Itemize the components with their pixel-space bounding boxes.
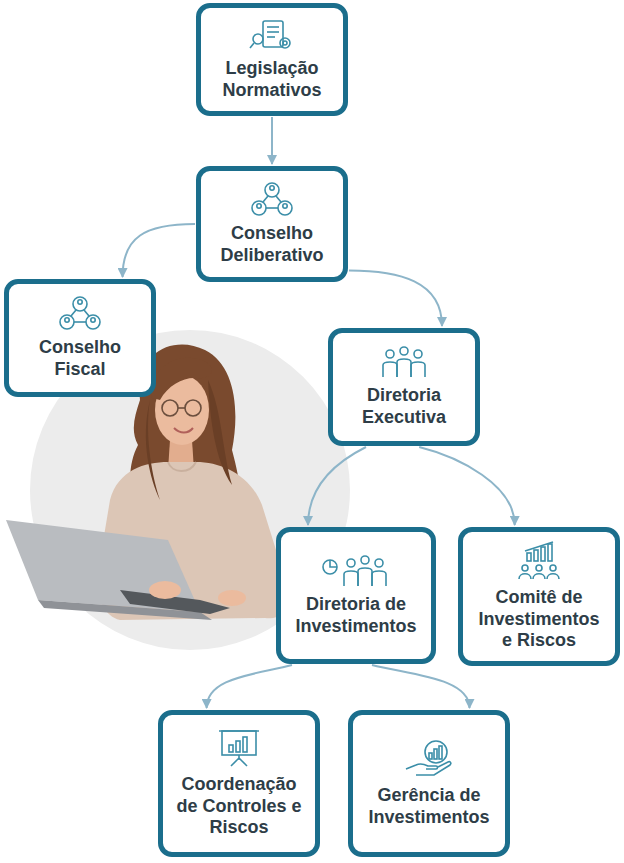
org-box: Conselho Fiscal (4, 279, 156, 397)
council-icon (250, 181, 294, 217)
org-box: Legislação Normativos (196, 3, 348, 116)
connector-arrow (308, 447, 366, 525)
presentation-icon (216, 728, 262, 768)
connector-arrow (349, 270, 442, 326)
connector-arrow (271, 117, 273, 164)
connector-arrow (372, 665, 470, 708)
document-icon (247, 18, 297, 52)
box-label: Gerência de Investimentos (363, 785, 495, 828)
connector-arrow (207, 665, 292, 708)
committee-icon (515, 541, 563, 581)
box-label: Diretoria de Investimentos (291, 594, 421, 637)
box-label: Conselho Deliberativo (211, 223, 333, 266)
org-box: Conselho Deliberativo (196, 166, 348, 282)
team-icon (380, 345, 428, 379)
connector-arrow (123, 224, 195, 277)
org-box: Gerência de Investimentos (348, 710, 510, 857)
box-label: Conselho Fiscal (19, 337, 141, 380)
org-box: Coordenação de Controles e Riscos (158, 710, 320, 857)
council-icon (58, 295, 102, 331)
connector-arrow (419, 447, 515, 525)
org-box: Diretoria de Investimentos (276, 527, 436, 664)
box-label: Coordenação de Controles e Riscos (173, 774, 305, 839)
box-label: Legislação Normativos (211, 58, 333, 101)
org-box: Diretoria Executiva (328, 328, 480, 446)
box-label: Comitê de Investimentos e Riscos (473, 587, 605, 652)
box-label: Diretoria Executiva (343, 385, 465, 428)
org-box: Comitê de Investimentos e Riscos (458, 527, 620, 666)
hand-chart-icon (404, 739, 454, 779)
investment-team-icon (321, 554, 391, 588)
